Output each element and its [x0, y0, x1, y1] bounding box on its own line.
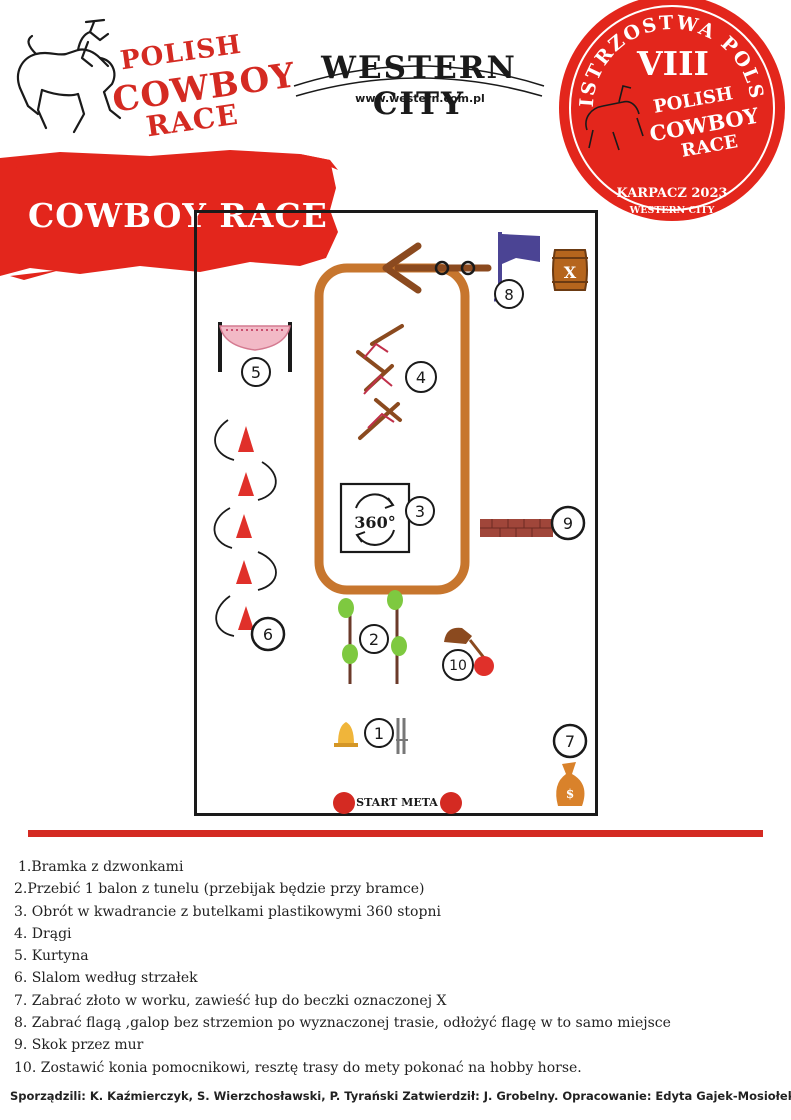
section-divider — [28, 830, 763, 837]
rule-item: 7. Zabrać złoto w worku, zawieść łup do … — [14, 990, 714, 1012]
start-marker-left — [333, 792, 355, 814]
rotate-icon — [355, 493, 395, 546]
badge-edition: VIII — [637, 44, 709, 83]
rule-number: 2. — [14, 881, 28, 898]
rule-item: 9. Skok przez mur — [14, 1034, 714, 1056]
svg-text:1: 1 — [374, 724, 384, 743]
rules-list: 1.Bramka z dzwonkami 2.Przebić 1 balon z… — [14, 856, 714, 1079]
station-number-4: 4 — [405, 361, 437, 393]
start-meta-label: START META — [356, 796, 438, 809]
rule-item: 8. Zabrać flagą ,galop bez strzemion po … — [14, 1012, 714, 1034]
rule-number: 8. — [14, 1015, 28, 1032]
arena-border — [194, 210, 598, 816]
svg-text:10: 10 — [449, 658, 467, 674]
barrel-x-mark: X — [564, 263, 577, 282]
rule-item: 3. Obrót w kwadrancie z butelkami plasti… — [14, 901, 714, 923]
rule-item: 6. Slalom według strzałek — [14, 967, 714, 989]
western-city-name: WESTERN CITY — [321, 50, 517, 122]
rule-text: Zabrać złoto w worku, zawieść łup do bec… — [27, 992, 447, 1009]
slalom-cones — [236, 426, 254, 630]
rule-number: 1. — [18, 859, 32, 875]
title-brush-banner — [0, 150, 338, 280]
rule-number: 7. — [14, 992, 28, 1009]
rule-text: Slalom według strzałek — [27, 970, 198, 987]
station-number-5: 5 — [241, 357, 271, 387]
bell-gate-icon — [334, 718, 408, 754]
brick-wall-icon — [480, 519, 553, 537]
badge-rider-icon — [585, 85, 644, 151]
badge-org: WESTERN CITY — [629, 205, 715, 216]
station-number-7: 7 — [552, 723, 588, 759]
western-city-emblem — [293, 65, 545, 97]
svg-text:$: $ — [566, 787, 574, 801]
rule-item: 5. Kurtyna — [14, 945, 714, 967]
credits-footer: Sporządzili: K. Kaźmierczyk, S. Wierzcho… — [10, 1089, 791, 1103]
svg-text:7: 7 — [565, 732, 575, 751]
rule-text: Zostawić konia pomocnikowi, resztę trasy… — [36, 1059, 582, 1076]
poles-arrows — [363, 342, 395, 429]
polish-cowboy-race-logo: . POLISH COWBOY RACE — [8, 9, 298, 150]
rule-item: 1.Bramka z dzwonkami — [14, 856, 714, 878]
rule-number: 3. — [14, 903, 28, 920]
rule-text: Przebić 1 balon z tunelu (przebijak będz… — [27, 881, 425, 898]
rule-text: Drągi — [27, 925, 72, 942]
hobby-horse-icon — [444, 627, 494, 676]
svg-text:6: 6 — [263, 625, 273, 644]
barrel-icon — [552, 249, 588, 291]
svg-text:4: 4 — [416, 368, 426, 387]
rule-item: 4. Drągi — [14, 923, 714, 945]
badge-background — [559, 0, 785, 221]
svg-text:5: 5 — [251, 363, 261, 382]
svg-text:9: 9 — [563, 514, 573, 533]
station-number-9: 9 — [550, 505, 586, 541]
badge-ring — [569, 5, 775, 211]
station-number-6: 6 — [250, 616, 286, 652]
station-number-1: 1 — [364, 718, 394, 748]
balloon-tunnel — [338, 590, 407, 684]
station-number-2: 2 — [359, 624, 389, 654]
cowboy-rider-icon: . — [8, 9, 122, 134]
rule-number: 6. — [14, 970, 28, 987]
rule-text: Obrót w kwadrancie z butelkami plastikow… — [27, 903, 441, 920]
rule-number: 4. — [14, 925, 28, 942]
svg-text:8: 8 — [504, 286, 514, 304]
western-city-url: www.western.com.pl — [355, 92, 485, 105]
rule-number: 9. — [14, 1037, 28, 1054]
curtain-icon — [218, 322, 292, 372]
rule-text: Kurtyna — [27, 948, 89, 965]
money-bag-icon: $ — [556, 762, 585, 806]
horseshoe-icon — [434, 260, 476, 276]
svg-text:2: 2 — [369, 630, 379, 649]
spin-label: 360° — [354, 513, 395, 532]
rule-item: 2.Przebić 1 balon z tunelu (przebijak bę… — [14, 878, 714, 900]
rule-text: Bramka z dzwonkami — [31, 859, 184, 875]
station-number-10: 10 — [442, 649, 474, 681]
rule-number: 10. — [14, 1059, 37, 1076]
svg-text:3: 3 — [415, 502, 425, 521]
rule-text: Skok przez mur — [27, 1037, 144, 1054]
station-number-3: 3 — [405, 496, 435, 526]
championship-badge: MISTRZOSTWA POLSKI VIII POLISH COWBOY RA… — [541, 0, 791, 238]
rule-item: 10. Zostawić konia pomocnikowi, resztę t… — [14, 1057, 714, 1079]
rule-text: Zabrać flagą ,galop bez strzemion po wyz… — [27, 1015, 671, 1032]
station-number-8: 8 — [494, 279, 524, 309]
slalom-arrows — [213, 419, 277, 637]
western-city-logo: WESTERN CITY www.western.com.pl — [284, 34, 554, 124]
badge-place: KARPACZ 2023 — [616, 186, 728, 201]
poles-icon — [356, 324, 404, 440]
start-marker-right — [440, 792, 462, 814]
rule-number: 5. — [14, 948, 28, 965]
